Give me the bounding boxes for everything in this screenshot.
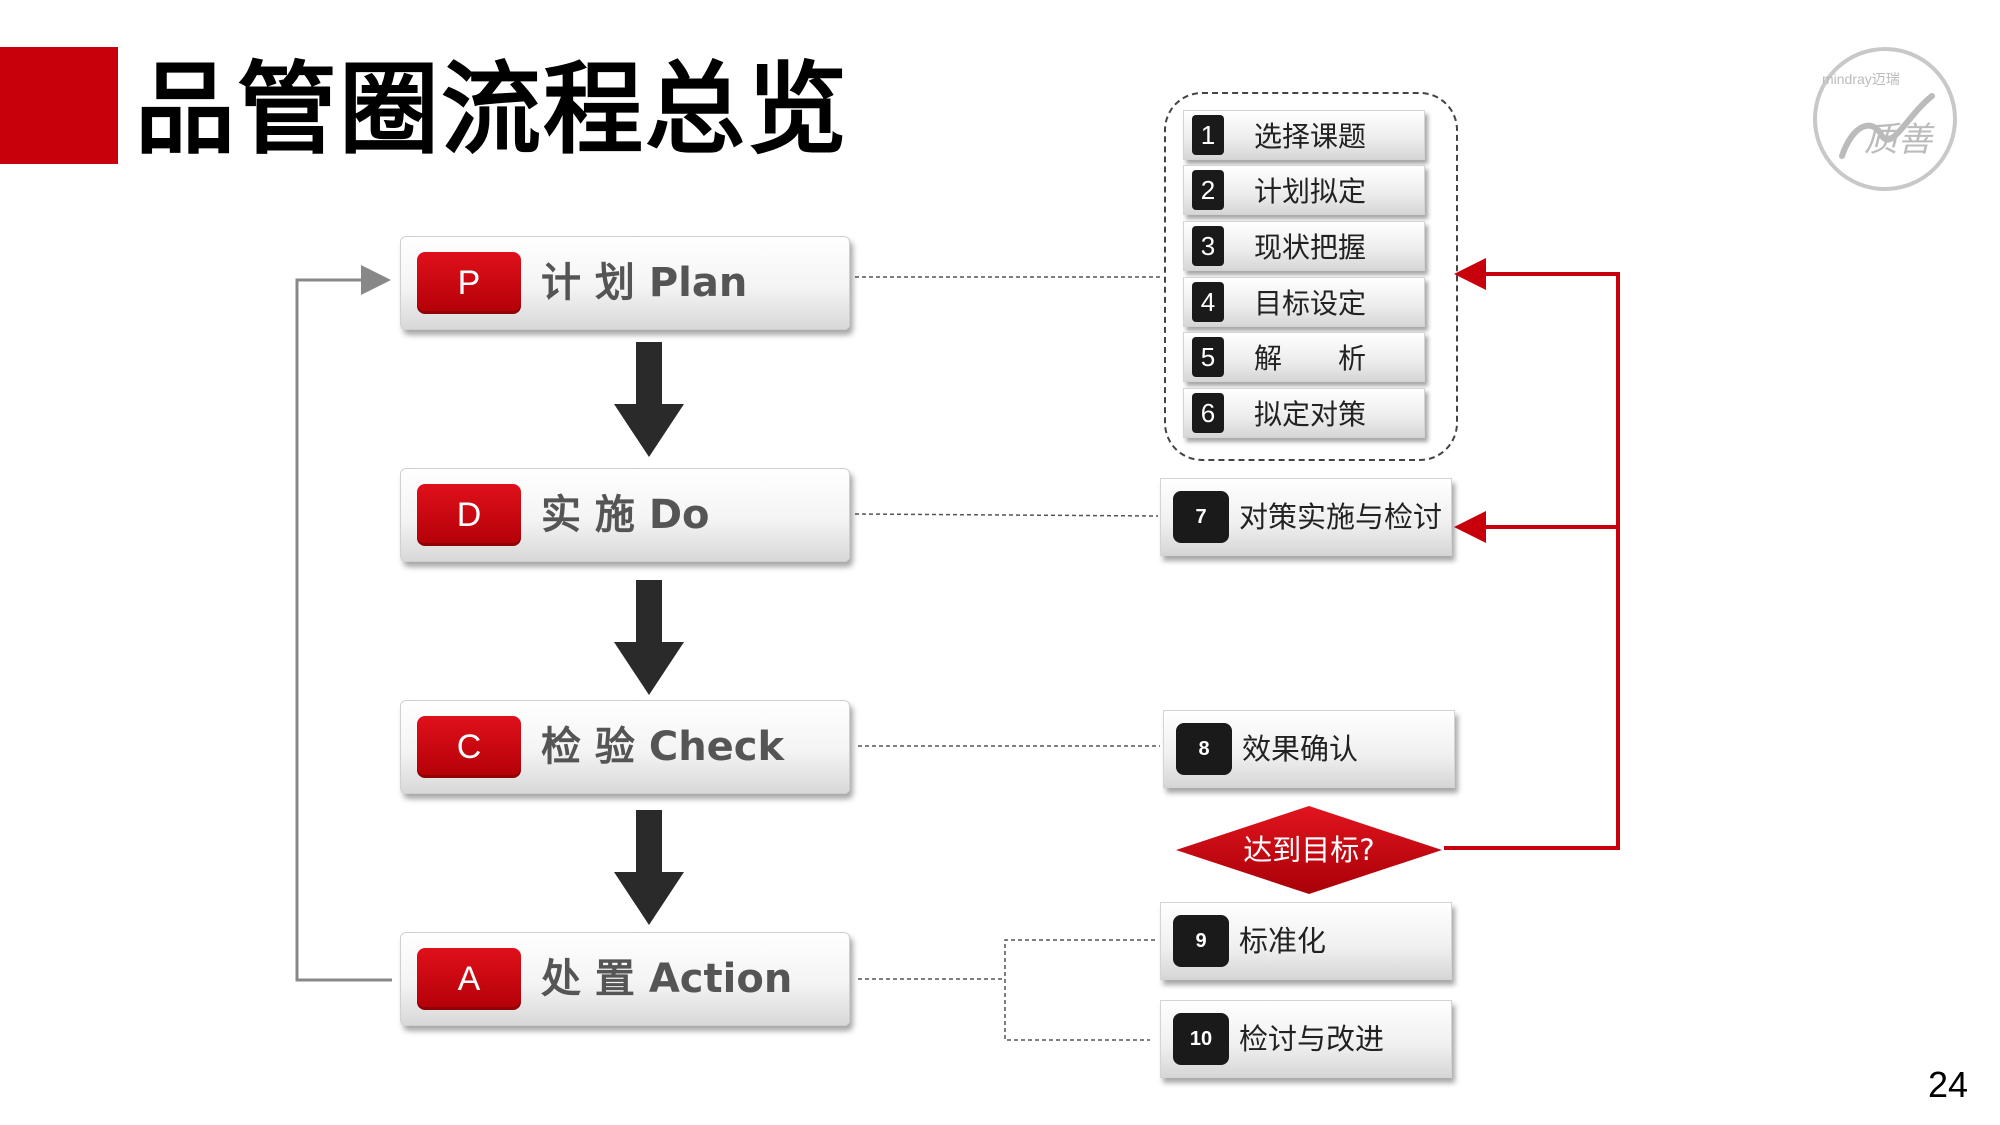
decision-label: 达到目标? bbox=[1243, 833, 1375, 867]
phase-badge: P bbox=[417, 252, 521, 314]
page-title: 品管圈流程总览 bbox=[135, 51, 849, 168]
step-number: 2 bbox=[1192, 170, 1224, 210]
step-label: 解 析 bbox=[1254, 342, 1367, 375]
step-number: 9 bbox=[1173, 915, 1229, 967]
step-number: 10 bbox=[1173, 1013, 1229, 1065]
phase-label: 实 施 Do bbox=[541, 492, 710, 538]
step-label: 拟定对策 bbox=[1254, 398, 1367, 431]
plan-steps-group bbox=[1164, 92, 1458, 461]
step-label: 检讨与改进 bbox=[1239, 1022, 1385, 1056]
step-number: 4 bbox=[1192, 282, 1224, 322]
step-label: 效果确认 bbox=[1242, 732, 1359, 766]
step-label: 标准化 bbox=[1239, 924, 1327, 958]
phase-badge: D bbox=[417, 484, 521, 546]
feedback-loop-line bbox=[295, 265, 392, 982]
decision-diamond bbox=[1176, 806, 1442, 894]
phase-label: 检 验 Check bbox=[541, 724, 785, 770]
step-4: 4 目标设定 bbox=[1183, 277, 1425, 327]
svg-text:mindray迈瑞: mindray迈瑞 bbox=[1822, 71, 1900, 87]
step-number: 7 bbox=[1173, 491, 1229, 543]
step-label: 目标设定 bbox=[1254, 287, 1367, 320]
step-number: 1 bbox=[1192, 115, 1224, 155]
step-number: 8 bbox=[1176, 723, 1232, 775]
page-number: 24 bbox=[1928, 1064, 1969, 1105]
svg-text:质善: 质善 bbox=[1864, 120, 1935, 160]
arrow-down-icon bbox=[614, 342, 684, 457]
phase-label: 计 划 Plan bbox=[541, 260, 748, 306]
decision-return-line bbox=[1444, 258, 1620, 850]
phase-label: 处 置 Action bbox=[541, 956, 793, 1002]
arrow-down-icon bbox=[614, 810, 684, 925]
phase-do: D 实 施 Do bbox=[400, 468, 850, 562]
step-label: 现状把握 bbox=[1254, 231, 1367, 264]
step-10: 10 检讨与改进 bbox=[1160, 1000, 1452, 1078]
step-2: 2 计划拟定 bbox=[1183, 165, 1425, 215]
step-number: 3 bbox=[1192, 226, 1224, 266]
step-8: 8 效果确认 bbox=[1163, 710, 1455, 788]
step-3: 3 现状把握 bbox=[1183, 221, 1425, 271]
step-label: 对策实施与检讨 bbox=[1239, 500, 1443, 534]
step-1: 1 选择课题 bbox=[1183, 110, 1425, 160]
step-label: 计划拟定 bbox=[1254, 175, 1367, 208]
step-5: 5 解 析 bbox=[1183, 332, 1425, 382]
phase-action: A 处 置 Action bbox=[400, 932, 850, 1026]
arrow-down-icon bbox=[614, 580, 684, 695]
link-do bbox=[854, 513, 1159, 517]
step-7: 7 对策实施与检讨 bbox=[1160, 478, 1452, 556]
step-9: 9 标准化 bbox=[1160, 902, 1452, 980]
phase-badge: A bbox=[417, 948, 521, 1010]
step-6: 6 拟定对策 bbox=[1183, 388, 1425, 438]
step-number: 6 bbox=[1192, 393, 1224, 433]
step-label: 选择课题 bbox=[1254, 120, 1367, 153]
step-number: 5 bbox=[1192, 337, 1224, 377]
title-accent-bar bbox=[0, 47, 118, 164]
mindray-logo: mindray迈瑞 质善 bbox=[1813, 47, 1957, 191]
phase-badge: C bbox=[417, 716, 521, 778]
phase-plan: P 计 划 Plan bbox=[400, 236, 850, 330]
phase-check: C 检 验 Check bbox=[400, 700, 850, 794]
link-action-branch bbox=[1004, 939, 1155, 1041]
